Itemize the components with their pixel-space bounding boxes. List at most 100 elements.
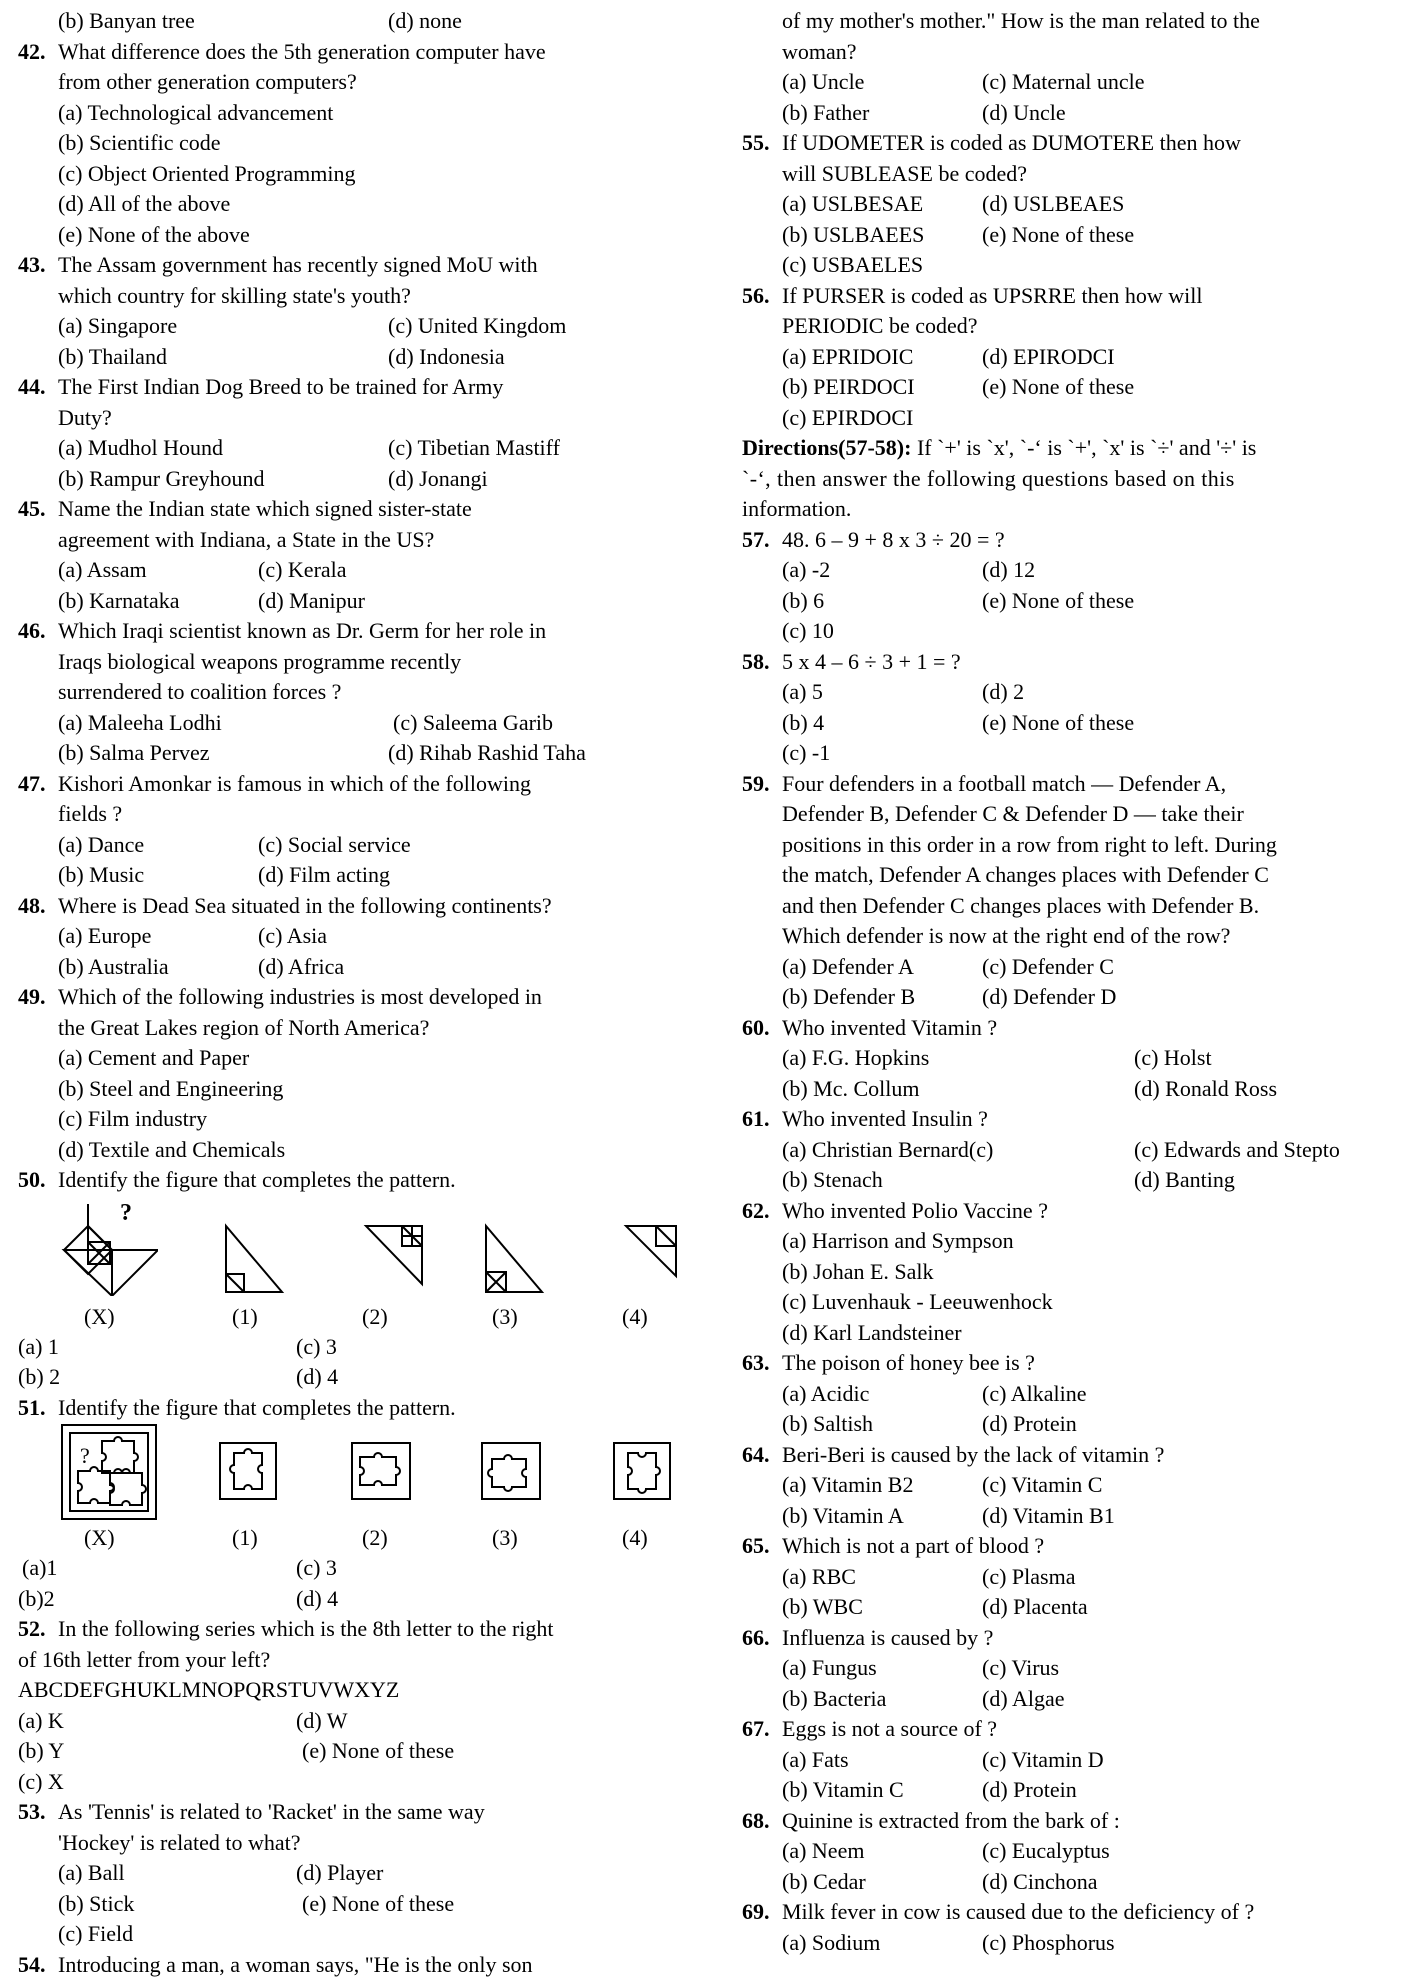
figure-option-3[interactable] bbox=[480, 1441, 542, 1501]
option-b[interactable]: (b) Steel and Engineering bbox=[18, 1074, 678, 1105]
option-d[interactable]: (d) 12 bbox=[982, 555, 1035, 586]
option-d[interactable]: (d) EPIRODCI bbox=[982, 342, 1115, 373]
option-b[interactable]: (b) Banyan tree bbox=[58, 6, 195, 37]
option-a[interactable]: (a) 5 bbox=[782, 677, 823, 708]
option-b[interactable]: (b) Vitamin A bbox=[782, 1501, 904, 1532]
option-b[interactable]: (b) Cedar bbox=[782, 1867, 866, 1898]
option-a[interactable]: (a)1 bbox=[22, 1553, 57, 1584]
option-c[interactable]: (c) Social service bbox=[258, 830, 411, 861]
option-b[interactable]: (b)2 bbox=[18, 1584, 55, 1615]
option-c[interactable]: (c) Plasma bbox=[982, 1562, 1075, 1593]
option-d[interactable]: (d) Indonesia bbox=[388, 342, 505, 373]
option-d[interactable]: (d) All of the above bbox=[18, 189, 678, 220]
option-c[interactable]: (c) Luvenhauk - Leeuwenhock bbox=[742, 1287, 1402, 1318]
option-c[interactable]: (c) Holst bbox=[1134, 1043, 1212, 1074]
option-c[interactable]: (c) Vitamin C bbox=[982, 1470, 1102, 1501]
option-c[interactable]: (c) Field bbox=[18, 1919, 678, 1950]
option-b[interactable]: (b) 6 bbox=[782, 586, 824, 617]
option-b[interactable]: (b) PEIRDOCI bbox=[782, 372, 915, 403]
option-a[interactable]: (a) Ball bbox=[58, 1858, 125, 1889]
option-d[interactable]: (d) 4 bbox=[296, 1584, 338, 1615]
option-a[interactable]: (a) F.G. Hopkins bbox=[782, 1043, 929, 1074]
option-c[interactable]: (c) 3 bbox=[296, 1332, 337, 1363]
option-b[interactable]: (b) Vitamin C bbox=[782, 1775, 904, 1806]
option-b[interactable]: (b) Y bbox=[18, 1736, 64, 1767]
option-a[interactable]: (a) Fats bbox=[782, 1745, 849, 1776]
option-c[interactable]: (c) Asia bbox=[258, 921, 327, 952]
option-d[interactable]: (d) Uncle bbox=[982, 98, 1066, 129]
option-c[interactable]: (c) Phosphorus bbox=[982, 1928, 1115, 1959]
option-b[interactable]: (b) 4 bbox=[782, 708, 824, 739]
option-d[interactable]: (d) Africa bbox=[258, 952, 344, 983]
option-a[interactable]: (a) Singapore bbox=[58, 311, 177, 342]
option-d[interactable]: (d) Cinchona bbox=[982, 1867, 1097, 1898]
option-a[interactable]: (a) Europe bbox=[58, 921, 151, 952]
option-c[interactable]: (c) Maternal uncle bbox=[982, 67, 1144, 98]
option-e[interactable]: (e) None of these bbox=[982, 220, 1134, 251]
option-d[interactable]: (d) Karl Landsteiner bbox=[742, 1318, 1402, 1349]
option-d[interactable]: (d) Protein bbox=[982, 1775, 1077, 1806]
option-e[interactable]: (e) None of these bbox=[982, 708, 1134, 739]
option-b[interactable]: (b) Salma Pervez bbox=[58, 738, 210, 769]
option-a[interactable]: (a) EPRIDOIC bbox=[782, 342, 913, 373]
option-d[interactable]: (d) Protein bbox=[982, 1409, 1077, 1440]
option-d[interactable]: (d) Textile and Chemicals bbox=[18, 1135, 678, 1166]
option-c[interactable]: (c) Tibetian Mastiff bbox=[388, 433, 560, 464]
option-d[interactable]: (d) Ronald Ross bbox=[1134, 1074, 1277, 1105]
option-b[interactable]: (b) Father bbox=[782, 98, 869, 129]
figure-option-3[interactable] bbox=[480, 1222, 550, 1296]
option-b[interactable]: (b) Karnataka bbox=[58, 586, 180, 617]
option-d[interactable]: (d) 4 bbox=[296, 1362, 338, 1393]
option-c[interactable]: (c) Defender C bbox=[982, 952, 1114, 983]
option-c[interactable]: (c) X bbox=[18, 1767, 678, 1798]
option-a[interactable]: (a) USLBESAE bbox=[782, 189, 923, 220]
option-b[interactable]: (b) Mc. Collum bbox=[782, 1074, 920, 1105]
option-b[interactable]: (b) USLBAEES bbox=[782, 220, 924, 251]
option-a[interactable]: (a) Vitamin B2 bbox=[782, 1470, 913, 1501]
option-a[interactable]: (a) Christian Bernard(c) bbox=[782, 1135, 993, 1166]
figure-option-4[interactable] bbox=[612, 1441, 672, 1501]
option-b[interactable]: (b) Rampur Greyhound bbox=[58, 464, 265, 495]
option-a[interactable]: (a) Mudhol Hound bbox=[58, 433, 223, 464]
option-e[interactable]: (e) None of these bbox=[302, 1889, 454, 1920]
option-b[interactable]: (b) Thailand bbox=[58, 342, 167, 373]
option-b[interactable]: (b) Saltish bbox=[782, 1409, 873, 1440]
option-b[interactable]: (b) 2 bbox=[18, 1362, 60, 1393]
option-a[interactable]: (a) Acidic bbox=[782, 1379, 869, 1410]
option-a[interactable]: (a) Defender A bbox=[782, 952, 914, 983]
option-d[interactable]: (d) Manipur bbox=[258, 586, 365, 617]
figure-option-4[interactable] bbox=[622, 1222, 682, 1296]
option-c[interactable]: (c) Kerala bbox=[258, 555, 347, 586]
option-c[interactable]: (c) Edwards and Stepto bbox=[1134, 1135, 1340, 1166]
option-a[interactable]: (a) Assam bbox=[58, 555, 147, 586]
option-a[interactable]: (a) Dance bbox=[58, 830, 144, 861]
option-d[interactable]: (d) Film acting bbox=[258, 860, 390, 891]
option-b[interactable]: (b) Scientific code bbox=[18, 128, 678, 159]
option-b[interactable]: (b) Stick bbox=[58, 1889, 134, 1920]
option-c[interactable]: (c) United Kingdom bbox=[388, 311, 566, 342]
option-e[interactable]: (e) None of these bbox=[302, 1736, 454, 1767]
option-c[interactable]: (c) Object Oriented Programming bbox=[18, 159, 678, 190]
option-c[interactable]: (c) EPIRDOCI bbox=[742, 403, 1402, 434]
option-d[interactable]: (d) Algae bbox=[982, 1684, 1064, 1715]
option-b[interactable]: (b) Stenach bbox=[782, 1165, 883, 1196]
option-d[interactable]: (d) Player bbox=[296, 1858, 383, 1889]
figure-option-2[interactable] bbox=[350, 1441, 412, 1501]
option-d[interactable]: (d) USLBEAES bbox=[982, 189, 1124, 220]
figure-option-1[interactable] bbox=[218, 1441, 278, 1501]
option-d[interactable]: (d) Vitamin B1 bbox=[982, 1501, 1115, 1532]
option-c[interactable]: (c) Eucalyptus bbox=[982, 1836, 1110, 1867]
option-c[interactable]: (c) Film industry bbox=[18, 1104, 678, 1135]
option-a[interactable]: (a) Harrison and Sympson bbox=[742, 1226, 1402, 1257]
option-a[interactable]: (a) 1 bbox=[18, 1332, 59, 1363]
option-a[interactable]: (a) Sodium bbox=[782, 1928, 880, 1959]
option-c[interactable]: (c) 10 bbox=[742, 616, 1402, 647]
figure-option-2[interactable] bbox=[360, 1222, 430, 1296]
option-e[interactable]: (e) None of these bbox=[982, 372, 1134, 403]
option-c[interactable]: (c) Virus bbox=[982, 1653, 1059, 1684]
option-e[interactable]: (e) None of these bbox=[982, 586, 1134, 617]
option-b[interactable]: (b) Bacteria bbox=[782, 1684, 886, 1715]
option-d[interactable]: (d) 2 bbox=[982, 677, 1024, 708]
option-a[interactable]: (a) Maleeha Lodhi bbox=[58, 708, 222, 739]
option-b[interactable]: (b) Music bbox=[58, 860, 144, 891]
